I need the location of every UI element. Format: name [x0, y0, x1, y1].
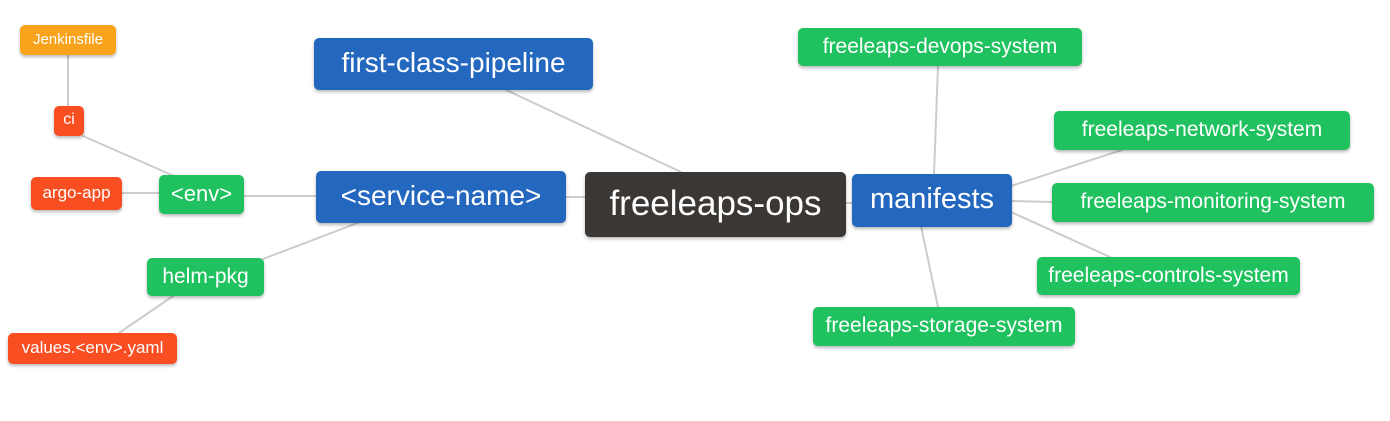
node-label: freeleaps-controls-system — [1048, 263, 1289, 287]
node-freeleaps-storage-system[interactable]: freeleaps-storage-system — [813, 307, 1075, 346]
node-argo-app[interactable]: argo-app — [31, 177, 122, 210]
node-label: argo-app — [42, 183, 111, 202]
edge-manifests--freeleaps-controls-system — [1010, 211, 1111, 258]
node-label: manifests — [869, 183, 995, 215]
node-freeleaps-network-system[interactable]: freeleaps-network-system — [1054, 111, 1350, 150]
node-helm-pkg[interactable]: helm-pkg — [147, 258, 264, 296]
node-freeleaps-devops-system[interactable]: freeleaps-devops-system — [798, 28, 1082, 66]
node-label: helm-pkg — [162, 264, 249, 288]
edge-helm-pkg--values-env-yaml — [118, 295, 174, 334]
edge-service-name--helm-pkg — [262, 221, 361, 260]
edge-ci--env — [82, 135, 175, 177]
node-label: freeleaps-ops — [609, 184, 822, 223]
node-first-class-pipeline[interactable]: first-class-pipeline — [314, 38, 593, 90]
node-label: <env> — [170, 180, 233, 206]
node-label: freeleaps-monitoring-system — [1080, 190, 1346, 213]
edge-first-class-pipeline--freeleaps-ops — [503, 88, 682, 173]
edge-manifests--freeleaps-monitoring-system — [1010, 200, 1053, 203]
node-manifests[interactable]: manifests — [852, 174, 1012, 227]
node-label: freeleaps-network-system — [1081, 118, 1323, 141]
node-freeleaps-controls-system[interactable]: freeleaps-controls-system — [1037, 257, 1300, 295]
node-label: freeleaps-devops-system — [822, 34, 1058, 58]
node-label: first-class-pipeline — [341, 47, 566, 78]
node-label: freeleaps-storage-system — [825, 314, 1063, 337]
node-ci[interactable]: ci — [54, 106, 84, 136]
edge-manifests--freeleaps-devops-system — [933, 65, 939, 175]
node-freeleaps-ops[interactable]: freeleaps-ops — [585, 172, 846, 237]
edge-manifests--freeleaps-network-system — [1010, 149, 1123, 187]
node-env[interactable]: <env> — [159, 175, 244, 214]
node-label: Jenkinsfile — [32, 30, 104, 48]
node-jenkinsfile[interactable]: Jenkinsfile — [20, 25, 116, 55]
node-service-name[interactable]: <service-name> — [316, 171, 566, 223]
node-label: <service-name> — [340, 180, 542, 211]
node-values-env-yaml[interactable]: values.<env>.yaml — [8, 333, 177, 364]
node-freeleaps-monitoring-system[interactable]: freeleaps-monitoring-system — [1052, 183, 1374, 222]
node-label: values.<env>.yaml — [21, 338, 164, 357]
edge-manifests--freeleaps-storage-system — [920, 225, 939, 308]
node-label: ci — [63, 111, 75, 128]
